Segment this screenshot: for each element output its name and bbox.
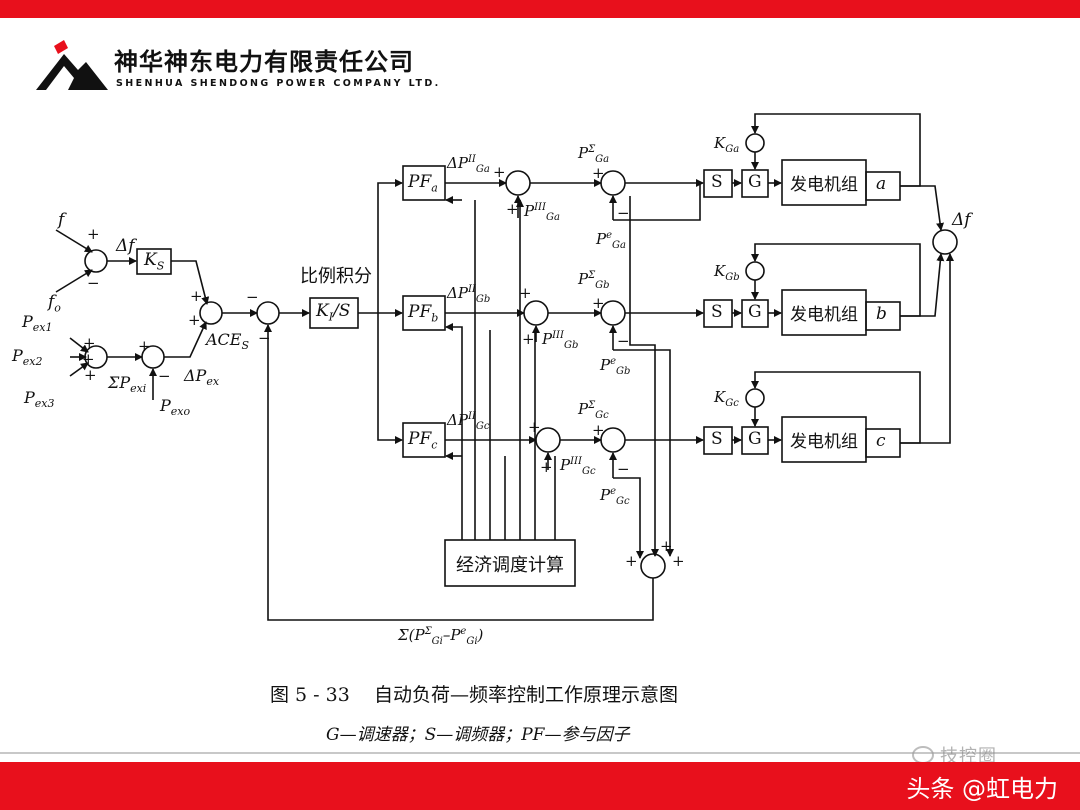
label-gen-a: 发电机组 [790, 175, 858, 195]
label-gen-b: 发电机组 [790, 305, 858, 325]
label-psum-gc: PΣGc [578, 400, 609, 421]
label-dp-gc: ΔPIIGc [447, 411, 490, 432]
label-psum-ga: PΣGa [578, 144, 610, 165]
label-psum-gb: PΣGb [578, 270, 610, 291]
label-delta-f: Δf [116, 236, 135, 256]
label-ki: KI/S [316, 301, 351, 324]
svg-text:+: + [188, 311, 201, 329]
label-pex1: Pex1 [22, 312, 53, 335]
label-ks: KS [144, 250, 165, 273]
label-s-b: S [711, 302, 723, 322]
svg-text:+: + [190, 287, 203, 305]
label-kgb: KGb [714, 262, 740, 283]
svg-text:+: + [493, 163, 506, 181]
label-g-a: G [748, 172, 762, 192]
label-gen-c-id: c [876, 431, 886, 451]
label-dp-ga: ΔPIIGa [447, 154, 490, 175]
label-g-c: G [748, 429, 762, 449]
company-name-cn: 神华神东电力有限责任公司 [114, 48, 414, 76]
label-pe-ga: PeGa [596, 230, 626, 251]
label-econ: 经济调度计算 [456, 555, 564, 576]
label-pexo: Pexo [160, 396, 191, 419]
svg-text:+: + [672, 552, 685, 570]
label-s-a: S [711, 172, 723, 192]
label-gen-a-id: a [876, 174, 887, 194]
label-bottom-sum: Σ(PΣGi–PeGi) [398, 626, 484, 647]
label-p3-gb: PIIIGb [542, 330, 579, 351]
label-kga: KGa [714, 134, 740, 155]
label-pe-gb: PeGb [600, 356, 631, 377]
svg-text:−: − [617, 204, 630, 222]
label-gen-b-id: b [876, 304, 887, 324]
source-watermark: 头条 @虹电力 [906, 775, 1058, 803]
company-name-en: SHENHUA SHENDONG POWER COMPANY LTD. [116, 78, 441, 89]
label-delta-pex: ΔPex [184, 366, 220, 389]
svg-text:−: − [258, 329, 271, 347]
label-delta-f-right: Δf [952, 210, 971, 230]
svg-text:+: + [592, 421, 605, 439]
label-pex2: Pex2 [12, 346, 43, 369]
label-pe-gc: PeGc [600, 486, 630, 507]
bottom-rule [0, 752, 1080, 754]
label-dp-gb: ΔPIIGb [447, 284, 491, 305]
svg-text:+: + [87, 225, 100, 243]
svg-text:+: + [592, 164, 605, 182]
svg-text:+: + [83, 334, 96, 352]
block-econ [444, 539, 576, 587]
company-logo [36, 40, 108, 90]
svg-text:−: − [246, 288, 259, 306]
label-f: f [58, 210, 65, 230]
label-s-c: S [711, 429, 723, 449]
svg-text:−: − [158, 367, 171, 385]
svg-text:+: + [528, 418, 541, 436]
label-pfa: PFa [408, 172, 438, 195]
label-p3-ga: PIIIGa [524, 202, 560, 223]
agc-diagram: + − + − + + − − + + + + + + − + + + − + … [55, 113, 958, 621]
svg-text:+: + [522, 330, 535, 348]
figure-caption: 图 5 - 33 自动负荷—频率控制工作原理示意图 [270, 684, 678, 706]
label-gen-c: 发电机组 [790, 432, 858, 452]
label-p3-gc: PIIIGc [560, 456, 596, 477]
svg-text:+: + [82, 350, 95, 368]
top-red-band [0, 0, 1080, 18]
label-pex3: Pex3 [24, 388, 55, 411]
label-pfc: PFc [408, 429, 438, 452]
label-kgc: KGc [714, 388, 739, 409]
svg-text:+: + [540, 458, 553, 476]
svg-text:+: + [519, 284, 532, 302]
svg-text:+: + [625, 552, 638, 570]
diagram-text-layer: f fo Δf KS Pex1 Pex2 Pex3 ΣPexi Pexo ΔPe… [12, 134, 971, 745]
label-fo: fo [48, 292, 61, 315]
svg-text:+: + [506, 200, 519, 218]
svg-text:+: + [138, 337, 151, 355]
label-sum-pexi: ΣPexi [108, 373, 147, 396]
figure-legend: G—调速器；S—调频器；PF—参与因子 [326, 725, 630, 745]
label-pfb: PFb [408, 302, 439, 325]
bottom-red-band [0, 762, 1080, 810]
svg-text:−: − [617, 460, 630, 478]
svg-text:+: + [592, 294, 605, 312]
svg-text:−: − [87, 274, 100, 292]
label-pi: 比例积分 [300, 266, 372, 287]
svg-text:+: + [660, 537, 673, 555]
company-header: 神华神东电力有限责任公司 SHENHUA SHENDONG POWER COMP… [34, 40, 454, 96]
svg-text:−: − [617, 332, 630, 350]
label-ace: ACES [206, 330, 250, 353]
svg-text:+: + [84, 366, 97, 384]
label-g-b: G [748, 302, 762, 322]
